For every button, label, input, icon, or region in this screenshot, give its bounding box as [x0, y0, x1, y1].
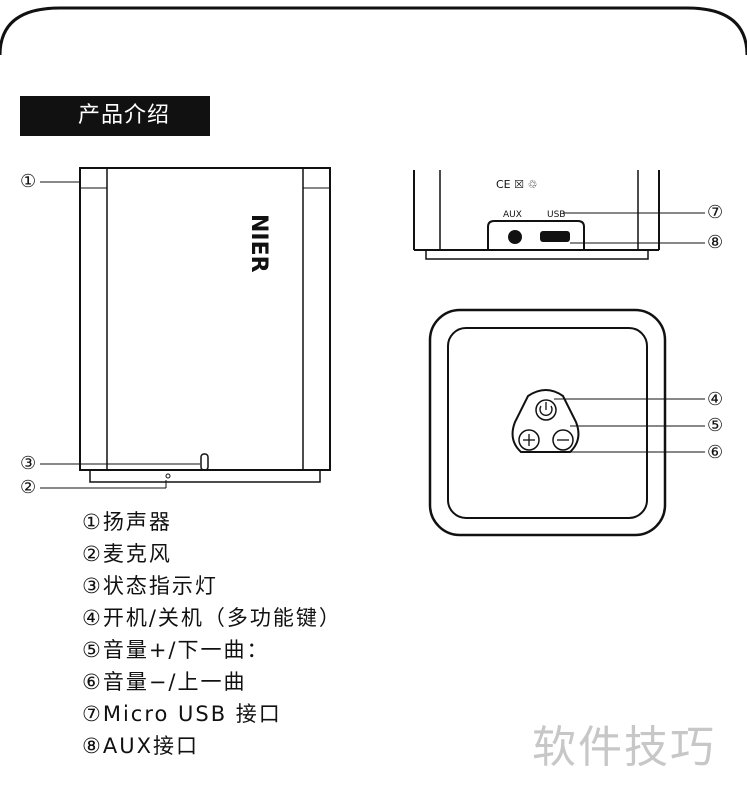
aux-label: AUX	[503, 210, 522, 220]
usb-label: USB	[547, 210, 565, 220]
speaker-top-diagram	[428, 308, 705, 537]
callout-5: ⑤	[707, 415, 724, 436]
status-indicator-light	[200, 453, 209, 471]
legend-item-status-light: ③状态指示灯	[82, 574, 218, 598]
power-icon	[539, 405, 553, 416]
legend-item-volume-down: ⑥音量−/上一曲	[82, 670, 247, 694]
legend-item-power: ④开机/关机（多功能键）	[82, 606, 342, 630]
microphone-hole	[165, 473, 171, 479]
page-frame-curve	[0, 6, 747, 56]
button-cluster	[511, 389, 580, 453]
callout-7: ⑦	[707, 202, 724, 223]
certification-marks: CE ☒ ♲	[496, 178, 537, 191]
callout-8: ⑧	[707, 232, 724, 253]
callout-1: ①	[20, 171, 37, 192]
legend-item-aux: ⑧AUX接口	[82, 734, 199, 758]
callout-4: ④	[707, 389, 724, 410]
speaker-logo: NIER	[246, 214, 271, 273]
speaker-back-diagram: CE ☒ ♲ AUX USB	[413, 170, 705, 260]
callout-2: ②	[20, 477, 37, 498]
parts-legend: ①扬声器 ②麦克风 ③状态指示灯 ④开机/关机（多功能键） ⑤音量+/下一曲： …	[82, 506, 342, 762]
watermark: 软件技巧	[532, 722, 716, 773]
legend-item-speaker: ①扬声器	[82, 510, 172, 534]
legend-item-volume-up: ⑤音量+/下一曲：	[82, 638, 270, 662]
volume-up-button	[518, 429, 540, 451]
speaker-front-diagram: NIER	[40, 167, 331, 489]
power-button	[535, 399, 557, 421]
micro-usb-port	[540, 231, 570, 242]
legend-item-microphone: ②麦克风	[82, 542, 172, 566]
section-title: 产品介绍	[20, 96, 210, 136]
callout-6: ⑥	[707, 442, 724, 463]
legend-item-usb: ⑦Micro USB 接口	[82, 702, 282, 726]
volume-down-button	[552, 429, 574, 451]
aux-port	[508, 230, 522, 244]
callout-3: ③	[20, 453, 37, 474]
